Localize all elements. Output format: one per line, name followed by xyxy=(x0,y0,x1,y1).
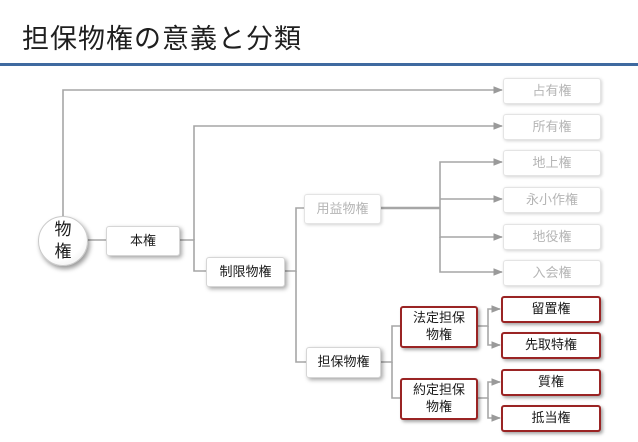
link-yakutei-shichi xyxy=(478,378,501,399)
node-senyu-ken: 占有権 xyxy=(503,78,601,104)
node-eikosaku-ken: 永小作権 xyxy=(503,187,601,213)
node-teito-ken: 抵当権 xyxy=(501,405,601,432)
node-shoyu-ken: 所有権 xyxy=(503,114,601,140)
title-underline xyxy=(0,63,638,66)
node-yoeki-bukken: 用益物権 xyxy=(304,194,381,224)
node-shoyu-ken-label: 所有権 xyxy=(532,119,572,135)
node-eikosaku-ken-label: 永小作権 xyxy=(525,192,578,208)
node-bukken-label: 物 権 xyxy=(54,220,72,262)
link-root-senyu xyxy=(62,86,503,218)
link-seigen-tanpo xyxy=(295,271,306,363)
node-chieki-ken: 地役権 xyxy=(503,224,601,250)
link-yoeki-chijo xyxy=(439,158,503,208)
link-yoeki-iriai xyxy=(439,237,503,276)
node-chieki-ken-label: 地役権 xyxy=(532,229,572,245)
node-tanpo-bukken-label: 担保物権 xyxy=(317,355,370,370)
node-ryuchi-ken-label: 留置権 xyxy=(531,302,571,317)
node-yakutei-tanpo-bukken: 約定担保 物権 xyxy=(400,378,478,420)
node-tanpo-bukken: 担保物権 xyxy=(306,347,381,378)
page-title: 担保物権の意義と分類 xyxy=(22,24,302,55)
node-iriai-ken: 入会権 xyxy=(503,260,601,286)
link-honken-shoyu xyxy=(193,122,503,240)
node-bukken: 物 権 xyxy=(38,216,88,266)
node-shichi-ken-label: 質権 xyxy=(537,375,564,390)
node-sakidori-tokken-label: 先取特権 xyxy=(524,338,577,353)
link-yakutei-teito xyxy=(487,398,501,422)
link-tanpo-yakutei xyxy=(391,362,400,399)
node-chijo-ken-label: 地上権 xyxy=(532,155,572,171)
node-iriai-ken-label: 入会権 xyxy=(532,265,572,281)
link-tanpo-hotei xyxy=(381,325,400,363)
link-hotei-sakidori xyxy=(487,326,501,349)
node-ryuchi-ken: 留置権 xyxy=(501,296,601,323)
link-honken-seigen xyxy=(180,239,206,272)
node-senyu-ken-label: 占有権 xyxy=(532,83,572,99)
node-honken: 本権 xyxy=(106,226,180,256)
node-seigen-bukken: 制限物権 xyxy=(206,257,285,287)
node-hotei-tanpo-bukken-label: 法定担保 物権 xyxy=(412,311,465,343)
node-sakidori-tokken: 先取特権 xyxy=(501,332,601,359)
link-hotei-ryuchi xyxy=(478,305,501,327)
node-chijo-ken: 地上権 xyxy=(503,150,601,176)
link-seigen-yoeki xyxy=(285,207,304,272)
node-yoeki-bukken-label: 用益物権 xyxy=(316,201,369,217)
node-shichi-ken: 質権 xyxy=(501,369,601,396)
link-yoeki-chieki xyxy=(439,208,503,241)
node-honken-label: 本権 xyxy=(129,233,156,249)
node-teito-ken-label: 抵当権 xyxy=(531,411,571,426)
node-yakutei-tanpo-bukken-label: 約定担保 物権 xyxy=(412,383,465,415)
node-hotei-tanpo-bukken: 法定担保 物権 xyxy=(400,306,478,348)
node-seigen-bukken-label: 制限物権 xyxy=(219,264,272,280)
